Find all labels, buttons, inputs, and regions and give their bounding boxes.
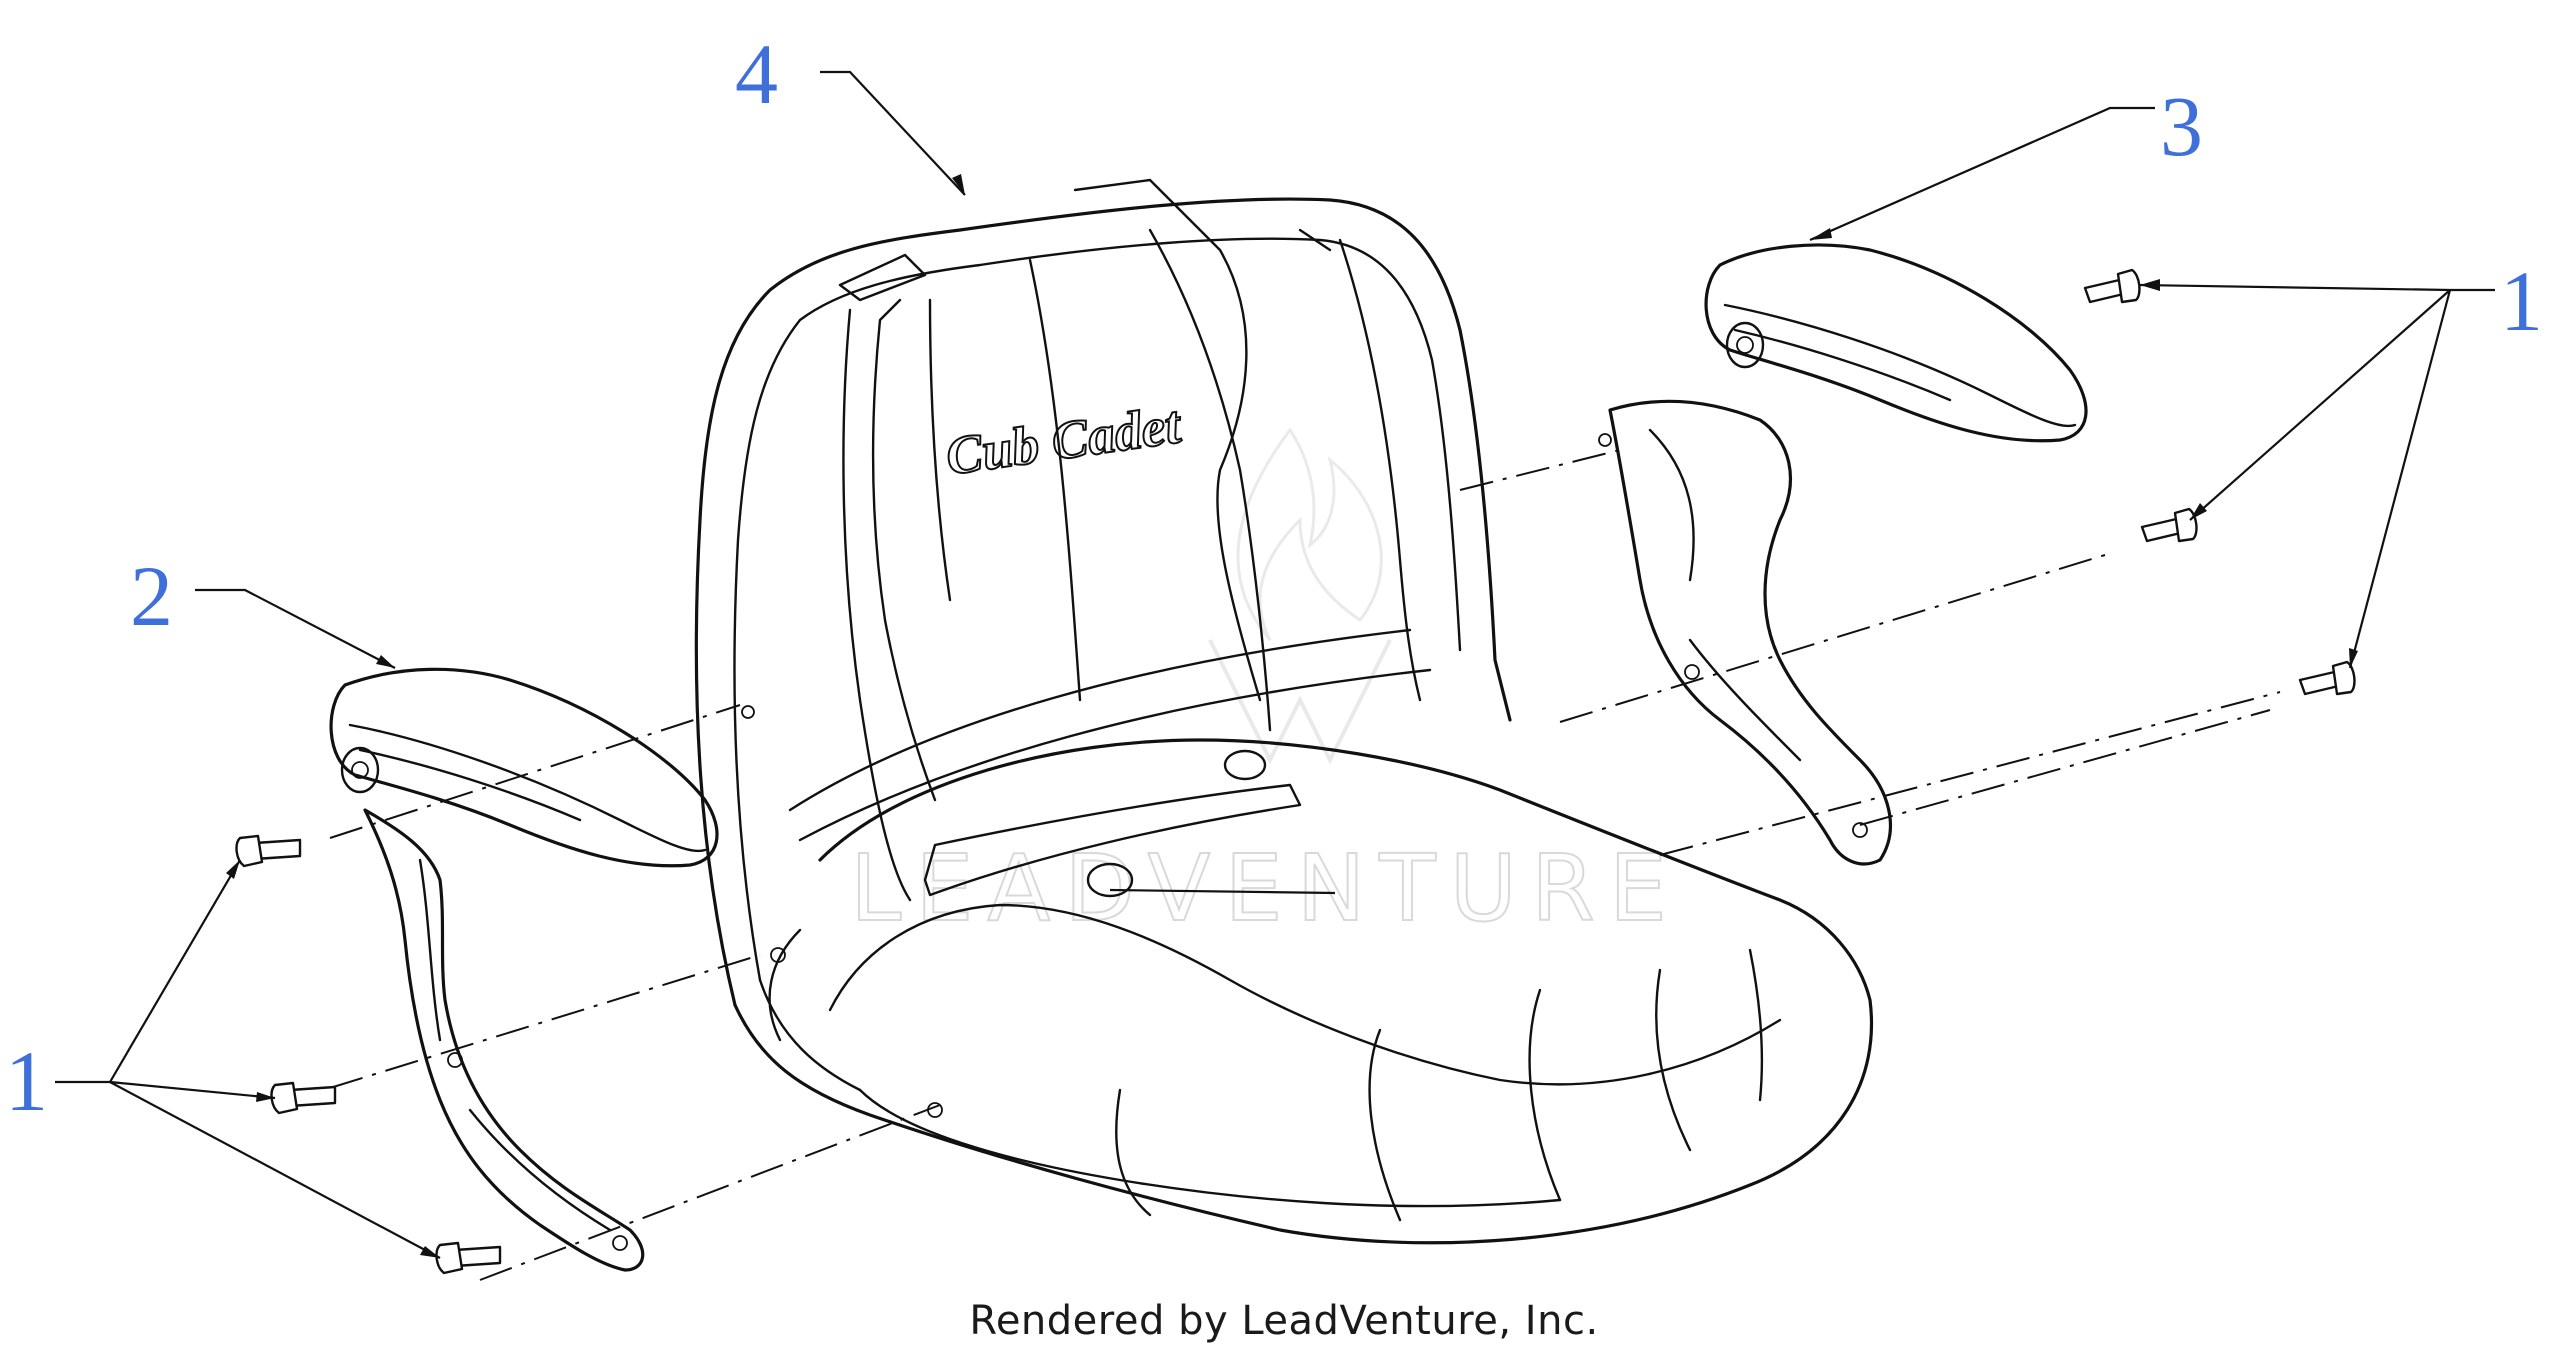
axis-left-mid [329,954,761,1089]
leader-1-right-c [2348,289,2452,669]
footer-credit: Rendered by LeadVenture, Inc. [969,1298,1599,1344]
leader-4 [820,70,966,196]
right-armrest [1598,243,2088,866]
left-armrest-pad [329,667,719,868]
seat-back-top-pad [838,228,1332,302]
left-armrest-bracket-inner [418,858,612,1232]
bolt-right-3 [2298,660,2356,696]
watermark: LEADVENTURE [849,427,1681,943]
arrow-1-left-c [420,1246,440,1258]
seat-back-knob [1223,749,1267,781]
seat-assembly: Cub Cadet [694,178,1874,1245]
right-armrest-pivot [1725,321,1765,369]
seat-mount-hole-1 [770,947,786,963]
axis-right-low-2 [1859,709,2271,826]
leader-2 [195,588,396,669]
seat-pan-slot [923,783,1302,897]
leader-3 [1809,106,2155,242]
arrow-2 [376,655,395,668]
right-armrest-hole-2 [1852,822,1868,838]
bolts [235,268,2356,1275]
leader-1-right-a [2139,283,2495,292]
seat-back-panel-center [1028,228,1272,732]
right-armrest-bracket-inner [1648,428,1802,762]
leader-1-left-c [109,1081,441,1259]
seat-back-seam [788,628,1432,842]
left-armrest [329,667,719,1272]
arrow-1-left-b [256,1092,275,1102]
left-armrest-pad-edge [348,723,707,853]
seat-logo: Cub Cadet [942,394,1186,486]
arrow-1-right-c [2349,648,2358,668]
seat-mount-hole-3 [741,705,755,719]
callout-1-right: 1 [2500,253,2543,349]
seat-back-shell-inner [733,237,1462,982]
arrow-4 [952,174,965,195]
seat-mount-hole-2 [927,1102,943,1118]
seat-back-panel-left [871,298,952,802]
bolt-left-1 [235,834,302,868]
left-armrest-hole-2 [612,1235,628,1251]
left-armrest-pivot-inner [351,761,369,779]
axis-right-top [1459,449,1621,491]
arrow-1-left-a [226,860,240,879]
seat-back-cushion [842,238,1422,902]
seat-bottom-outline [733,738,1874,1245]
leader-1-right-b [2189,289,2451,521]
right-armrest-bracket [1608,399,1892,866]
leader-1-left-b [109,1080,276,1100]
seat-pan-leader [1109,888,1336,895]
left-armrest-pivot [340,746,380,794]
seat-bottom-cushion-seams [1115,948,1764,1222]
seat-bottom-side-left [758,928,862,1092]
seat-bottom-front-roll [828,903,1782,1086]
axis-right-low [1659,691,2281,856]
right-armrest-hole-1 [1684,664,1700,680]
bolt-left-2 [270,1081,337,1115]
arrow-1-right-b [2190,503,2207,520]
callout-4: 4 [735,26,778,122]
right-armrest-pad [1704,243,2088,443]
axis-right-mid [1559,554,2106,723]
right-armrest-pad-edge [1723,303,2077,428]
callout-1-left: 1 [5,1033,48,1129]
axis-left-top [329,704,741,839]
axis-left-low [479,1104,941,1281]
bolt-left-3 [435,1241,502,1275]
seat-back-shell [694,197,1512,1007]
callout-2: 2 [130,548,173,644]
watermark-text: LEADVENTURE [850,835,1681,942]
callout-3: 3 [2160,78,2203,174]
bolt-right-1 [2083,268,2141,304]
left-armrest-hole-1 [447,1052,463,1068]
left-armrest-bracket [363,808,645,1272]
watermark-flame-logo [1208,427,1392,765]
arrow-3 [1810,228,1832,240]
assembly-axes [329,449,2281,1281]
right-armrest-pivot-inner [1736,336,1754,354]
callout-labels: 4 3 2 1 1 [5,26,2543,1129]
leader-1-left-a [55,859,241,1084]
bolt-right-2 [2140,507,2198,543]
right-armrest-hole-3 [1598,433,1612,447]
seat-back-panel-right [1073,178,1262,702]
seat-bottom-front-roll-2 [858,1088,1562,1208]
arrow-1-right-a [2140,279,2160,291]
seat-pan-knob [1086,862,1134,898]
leader-lines [55,70,2495,1259]
